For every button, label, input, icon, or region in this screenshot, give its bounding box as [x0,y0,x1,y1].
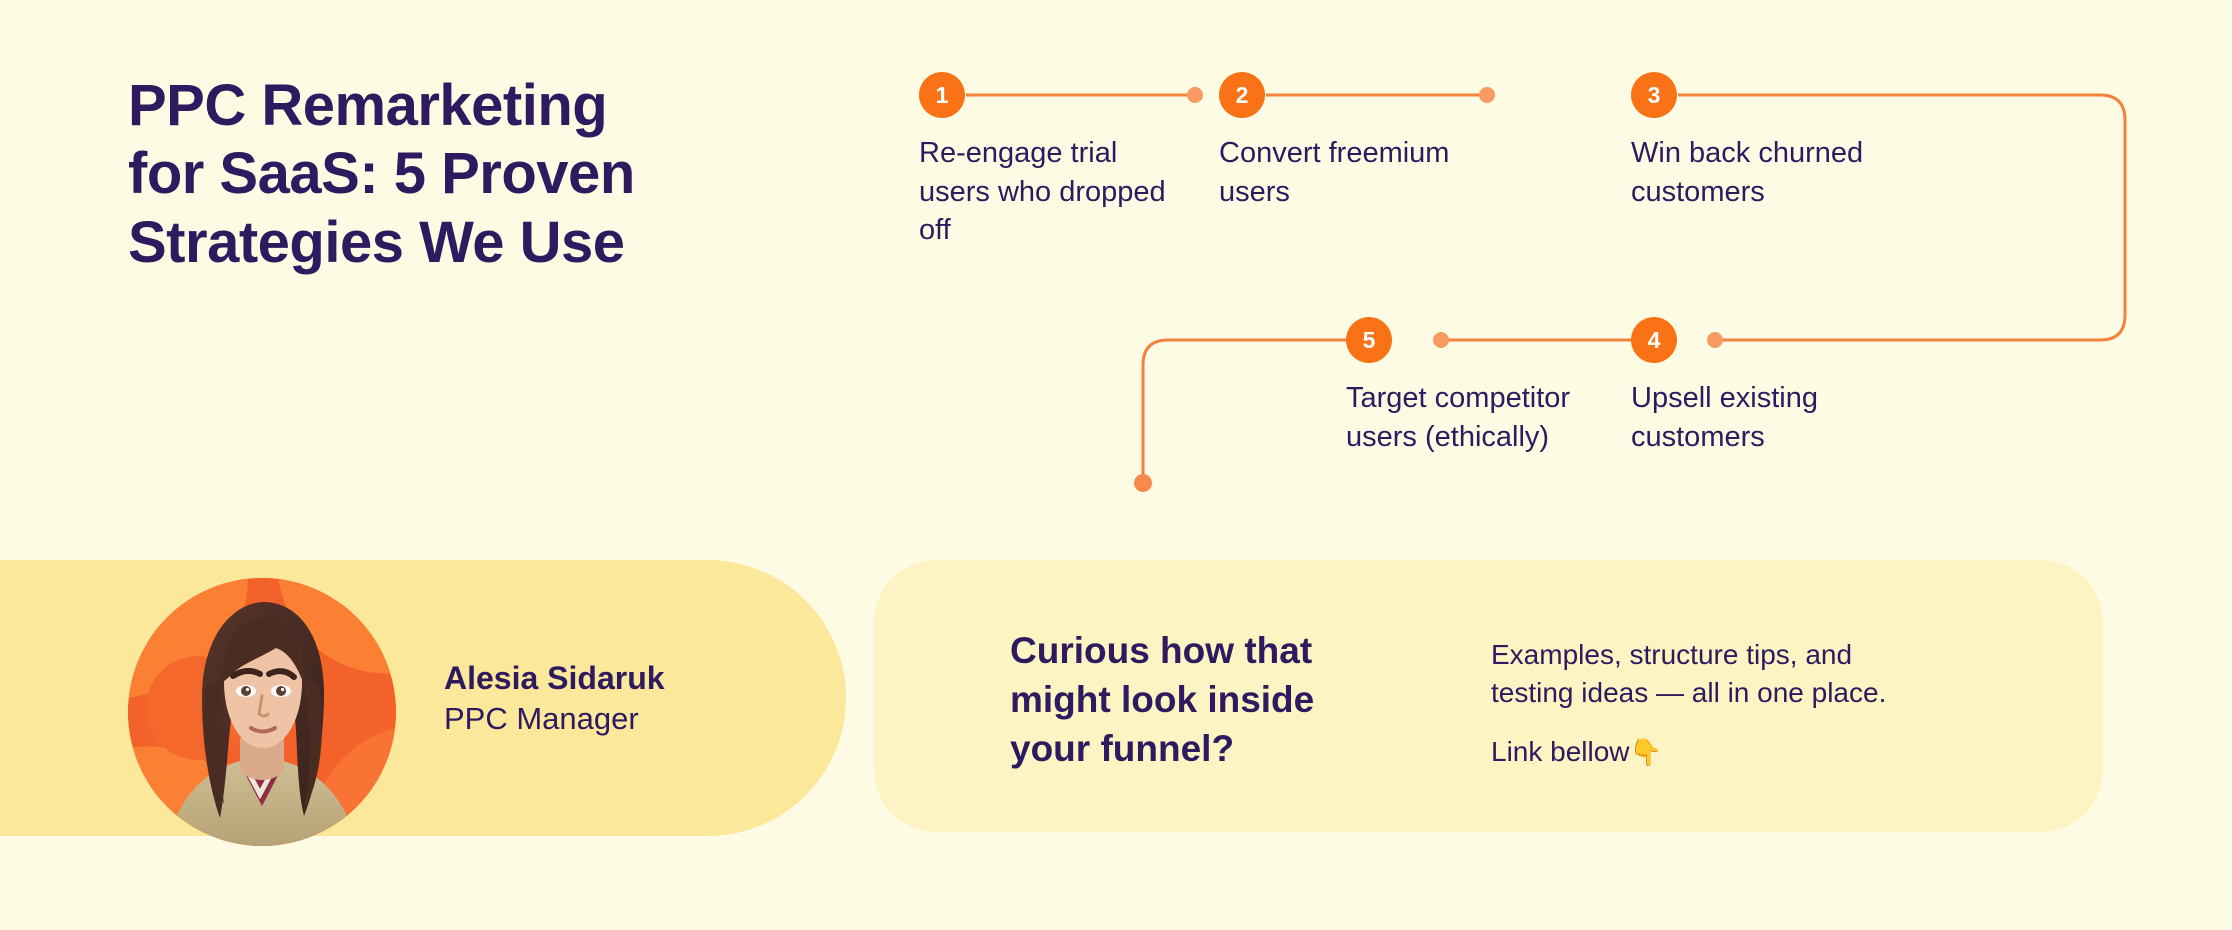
profile-name: Alesia Sidaruk [444,660,665,696]
cta-heading-line-2: might look inside [1010,679,1315,721]
connector-3-to-4 [1678,93,2127,342]
connector-dot-2 [1187,87,1203,103]
profile-card [0,560,846,836]
cta-body-text: Examples, structure tips, and testing id… [1491,636,2031,712]
cta-heading-line-3: your funnel? [1010,728,1235,770]
step-3-number-badge: 3 [1631,72,1677,118]
cta-body: Examples, structure tips, and testing id… [1491,636,2031,771]
cta-card [874,560,2103,832]
cta-heading: Curious how that might look inside your … [1010,626,1430,774]
connector-dot-3 [1479,87,1495,103]
profile-role: PPC Manager [444,701,639,736]
connector-tail [1141,338,1346,477]
step-3-label: Win back churned customers [1631,137,1864,208]
page-title: PPC Remarketing for SaaS: 5 Proven Strat… [128,72,768,277]
cta-link-label: Link bellow [1491,736,1630,768]
page-title-line-3: Strategies We Use [128,209,625,275]
page-title-line-2: for SaaS: 5 Proven [128,141,635,207]
cta-heading-line-1: Curious how that [1010,630,1313,671]
step-1-number-badge: 1 [919,72,965,118]
strategy-flow-diagram: 1 Re-engage trial users who dropped off … [900,50,2190,570]
step-2-label: Convert freemium users [1219,137,1450,208]
step-5-label: Target competitor users (ethically) [1346,382,1571,453]
step-1-label: Re-engage trial users who dropped off [919,137,1166,247]
cta-body-line-2: testing ideas — all in one place. [1491,677,1887,709]
avatar-portrait-image [128,578,396,846]
step-2-number-badge: 2 [1219,72,1265,118]
cta-link-note: Link bellow👇 [1491,734,2031,770]
connector-end-dot [1134,474,1152,492]
point-down-icon: 👇 [1629,737,1662,768]
flow-connector-lines [966,87,2127,492]
connector-dot-5 [1433,332,1449,348]
page-title-line-1: PPC Remarketing [128,73,608,138]
avatar [128,578,396,846]
step-5-number-badge: 5 [1346,317,1392,363]
step-4-label: Upsell existing customers [1631,382,1818,453]
step-4-number-badge: 4 [1631,317,1677,363]
cta-body-line-1: Examples, structure tips, and [1491,639,1853,670]
connector-dot-4 [1707,332,1723,348]
